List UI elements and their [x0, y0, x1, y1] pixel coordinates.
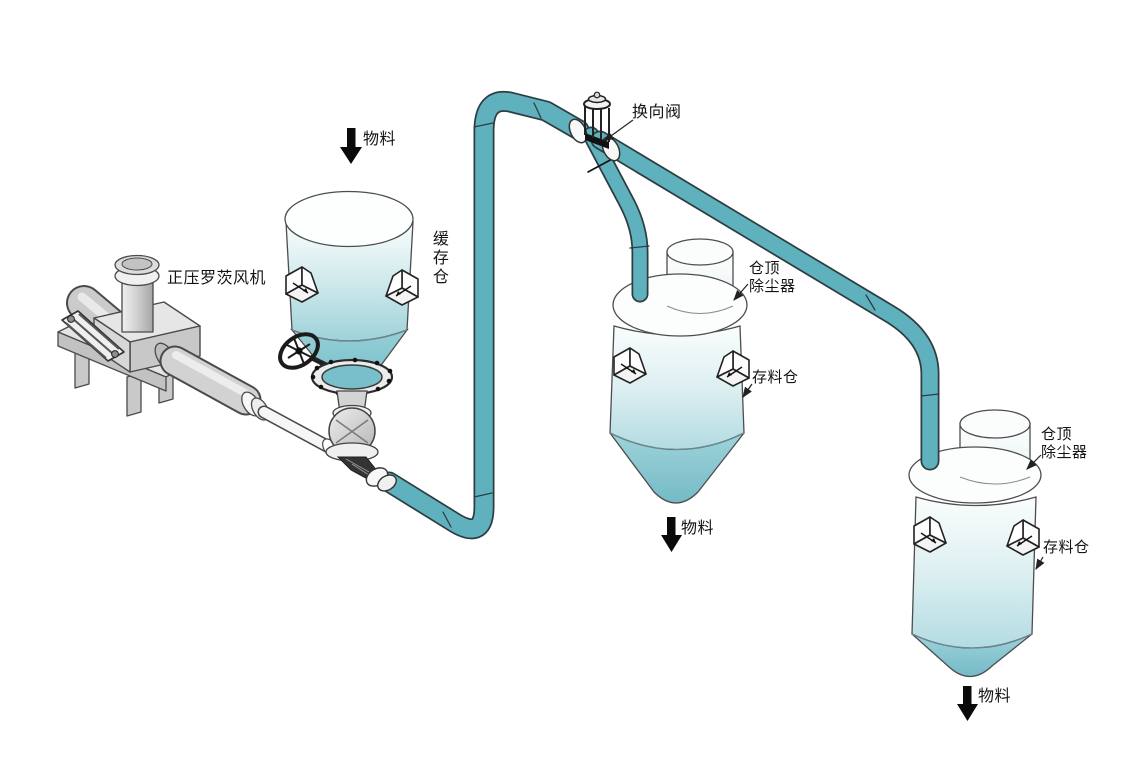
material-arrow-icon	[340, 128, 362, 164]
buffer-silo-top	[284, 190, 414, 248]
conveying-pipe	[365, 90, 940, 540]
valve-actuator-icon	[583, 91, 611, 149]
label-storage-silo-middle: 存料仓	[752, 370, 799, 386]
material-flow-arrows	[340, 128, 978, 721]
handwheel-icon	[278, 332, 320, 370]
diverter-valve	[568, 91, 621, 162]
label-dust-collector-middle: 仓顶 除尘器	[749, 261, 796, 295]
label-diverter-valve: 换向阀	[632, 104, 682, 121]
roots-blower	[57, 254, 345, 459]
label-roots-blower: 正压罗茨风机	[167, 270, 267, 287]
discharge-valve-feeder	[278, 332, 394, 483]
label-buffer-silo: 缓存仓	[429, 230, 447, 287]
label-leader-lines	[603, 119, 1045, 571]
label-storage-silo-right: 存料仓	[1043, 540, 1090, 556]
right-storage-silo	[908, 409, 1042, 678]
label-material-right: 物料	[978, 688, 1012, 705]
material-arrow-icon	[957, 686, 978, 721]
silo-roof	[908, 446, 1042, 504]
middle-storage-silo	[609, 238, 750, 504]
material-arrow-icon	[661, 517, 682, 552]
label-material-middle: 物料	[681, 520, 715, 537]
buffer-silo	[284, 190, 419, 369]
label-dust-collector-right: 仓顶 除尘器	[1041, 427, 1088, 461]
label-material-top: 物料	[363, 131, 397, 148]
